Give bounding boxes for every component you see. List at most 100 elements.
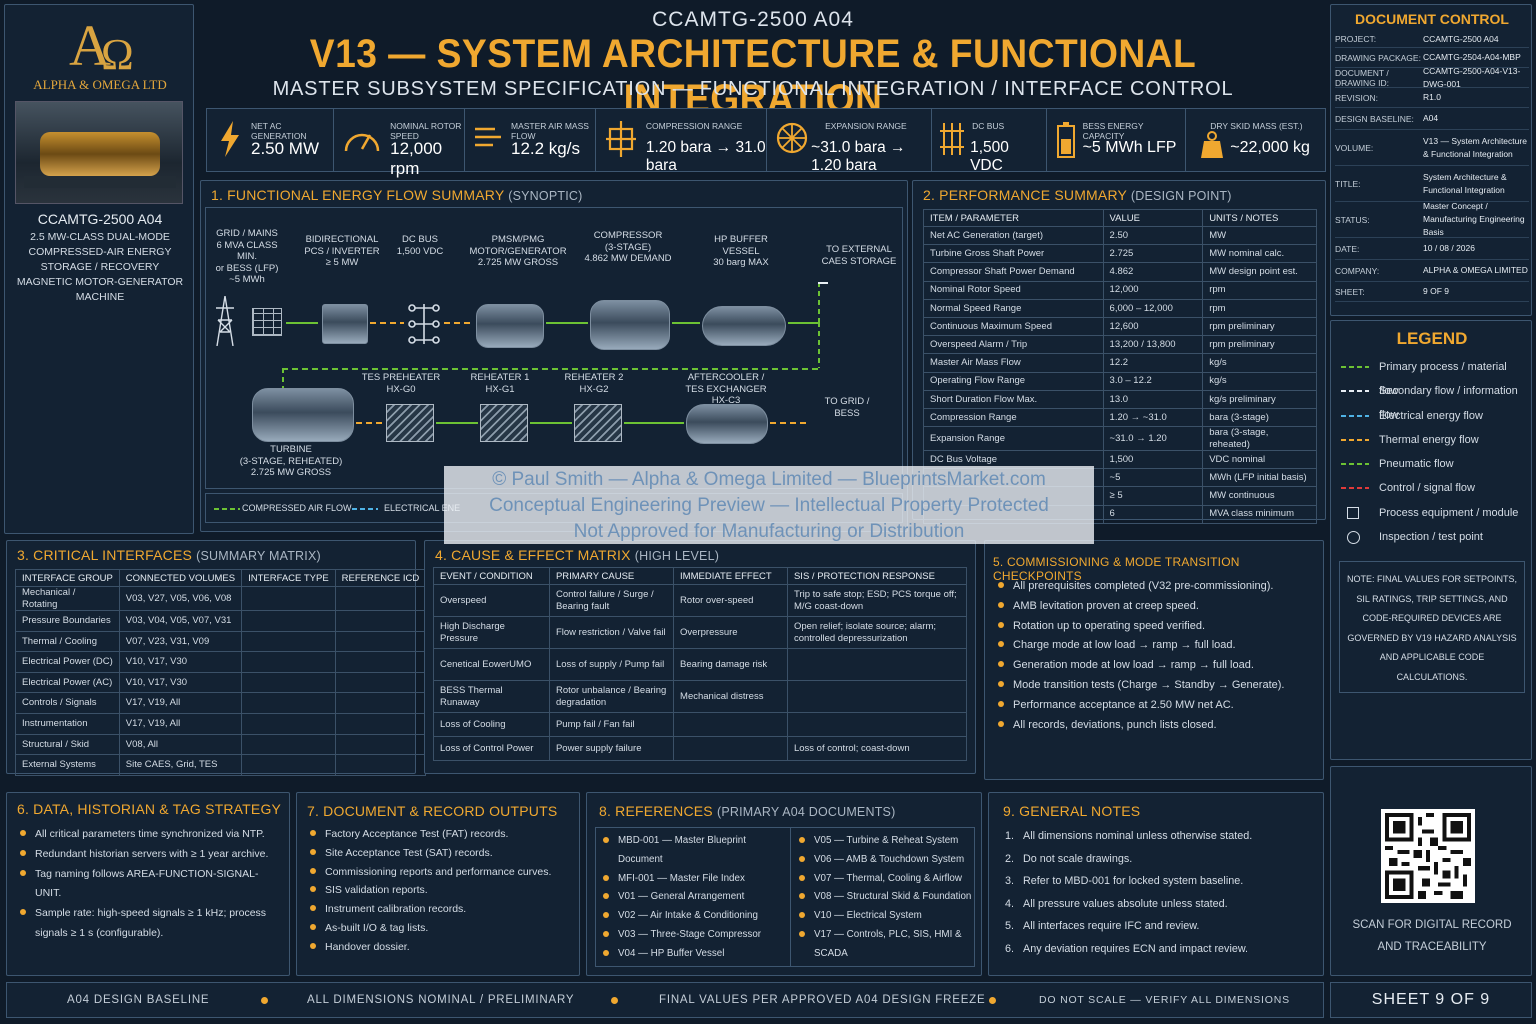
reheater-2-hx [574, 404, 622, 442]
table-cell: 12,600 [1102, 316, 1204, 337]
list-item: SIS validation reports. [307, 881, 573, 900]
table-cell: V17, V19, All [118, 692, 243, 714]
table-cell: kg/s [1202, 353, 1317, 373]
column-header: IMMEDIATE EFFECT [673, 567, 788, 585]
table-cell: 13.0 [1102, 389, 1204, 409]
legend-arrow-icon [1341, 390, 1369, 393]
legend-label: Process equipment / module [1379, 506, 1519, 519]
flow-arrow [444, 322, 474, 324]
table-cell [241, 692, 336, 714]
list-item: 6.Any deviation requires ECN and impact … [1005, 938, 1321, 961]
flow-title: 1. FUNCTIONAL ENERGY FLOW SUMMARY (SYNOP… [211, 187, 583, 203]
return-line [282, 368, 820, 370]
flow-arrow [370, 322, 404, 324]
node-motor-label: PMSM/PMG MOTOR/GENERATOR 2.725 MW GROSS [469, 234, 567, 268]
table-cell: Trip to safe stop; ESD; PCS torque off; … [786, 584, 968, 617]
table-cell: ~5 [1102, 468, 1204, 488]
weight-icon [1200, 131, 1224, 164]
compressor [590, 300, 670, 350]
table-cell: 6 [1102, 504, 1204, 524]
table-cell: Site CAES, Grid, TES [118, 754, 243, 776]
list-item: Redundant historian servers with ≥ 1 yea… [17, 845, 283, 865]
table-cell [334, 671, 427, 694]
table-cell [786, 680, 968, 713]
kpi-bess: BESS ENERGY CAPACITY ~5 MWh LFP [1047, 109, 1187, 171]
list-number: 3. [1005, 875, 1015, 887]
kpi-value: ~5 MWh LFP [1082, 139, 1177, 156]
legend-item: Primary process / material flow [1339, 355, 1529, 397]
doc-control-key: DATE: [1335, 243, 1360, 254]
company-name: ALPHA & OMEGA LTD [33, 77, 167, 92]
column-header: INTERFACE TYPE [241, 569, 336, 587]
kpi-net-ac: NET AC GENERATION 2.50 MW [207, 109, 335, 171]
records-panel: 7. DOCUMENT & RECORD OUTPUTS Factory Acc… [296, 792, 580, 976]
table-cell: rpm preliminary [1202, 316, 1317, 337]
doc-control-key: REVISION: [1335, 92, 1378, 103]
footer-item: A04 DESIGN BASELINE [67, 994, 210, 1006]
document-control-title: DOCUMENT CONTROL [1355, 11, 1509, 27]
kpi-value: ~31.0 bara → 1.20 bara [811, 139, 906, 174]
legend-arrow-icon [1341, 414, 1369, 417]
kpi-label: MASTER AIR MASS FLOW [511, 121, 589, 141]
data-strategy-title: 6. DATA, HISTORIAN & TAG STRATEGY [17, 801, 282, 817]
table-cell: 13,200 / 13,800 [1102, 335, 1204, 355]
kpi-label: BESS ENERGY CAPACITY [1082, 121, 1144, 141]
footer-dot [261, 997, 268, 1004]
node-turbine-label: TURBINE (3-STAGE, REHEATED) 2.725 MW GRO… [239, 444, 343, 478]
table-cell: Operating Flow Range [923, 371, 1104, 391]
list-item: Mode transition tests (Charge → Standby … [995, 676, 1315, 696]
table-cell: Master Air Mass Flow [923, 353, 1104, 373]
table-cell: Normal Speed Range [923, 298, 1104, 318]
legend-label: Thermal energy flow [1379, 433, 1479, 446]
circle-icon [1347, 531, 1360, 545]
table-cell [241, 671, 336, 694]
table-cell [334, 586, 427, 611]
table-cell: 2.50 [1102, 225, 1204, 246]
table-cell: MW [1202, 225, 1317, 246]
table-cell: rpm [1202, 298, 1317, 318]
general-notes-title: 9. GENERAL NOTES [1003, 803, 1141, 819]
return-line [818, 322, 820, 368]
list-item: 2.Do not scale drawings. [1005, 848, 1321, 871]
list-number: 4. [1005, 897, 1015, 910]
table-cell: Electrical Power (DC) [15, 651, 120, 673]
list-item: V04 — HP Buffer Vessel [600, 945, 786, 964]
records-title: 7. DOCUMENT & RECORD OUTPUTS [307, 803, 558, 819]
list-item: V07 — Thermal, Cooling & Airflow [796, 870, 972, 889]
table-cell [334, 754, 427, 776]
kpi-air-flow: MASTER AIR MASS FLOW 12.2 kg/s [465, 109, 596, 171]
legend-item: Inspection / test point [1339, 525, 1529, 549]
battery-icon [1055, 121, 1077, 164]
kpi-skid-mass: DRY SKID MASS (EST.) ~22,000 kg [1186, 109, 1325, 171]
qr-panel: SCAN FOR DIGITAL RECORD AND TRACEABILITY [1330, 766, 1532, 976]
sheet-number: SHEET 9 OF 9 [1330, 982, 1532, 1018]
doc-control-key: COMPANY: [1335, 265, 1380, 276]
table-cell: Control failure / Surge / Bearing fault [548, 584, 675, 617]
table-cell [334, 733, 427, 756]
compressor-icon [604, 119, 638, 164]
list-item: Commissioning reports and performance cu… [307, 863, 573, 882]
doc-control-row: VOLUME:V13 — System Architecture & Funct… [1335, 130, 1529, 166]
dc-bus-symbol-icon [406, 302, 442, 351]
list-item: Tag naming follows AREA-FUNCTION-SIGNAL-… [17, 865, 283, 905]
commissioning-panel: 5. COMMISSIONING & MODE TRANSITION CHECK… [984, 540, 1324, 780]
flow-legend-item: ELECTRICAL ENE [384, 503, 461, 513]
legend-item: Thermal energy flow [1339, 428, 1529, 452]
data-strategy-panel: 6. DATA, HISTORIAN & TAG STRATEGY All cr… [6, 792, 290, 976]
doc-control-value: V13 — System Architecture & Functional I… [1423, 135, 1527, 159]
column-header: ITEM / PARAMETER [923, 209, 1104, 227]
table-cell: Pressure Boundaries [15, 610, 120, 632]
